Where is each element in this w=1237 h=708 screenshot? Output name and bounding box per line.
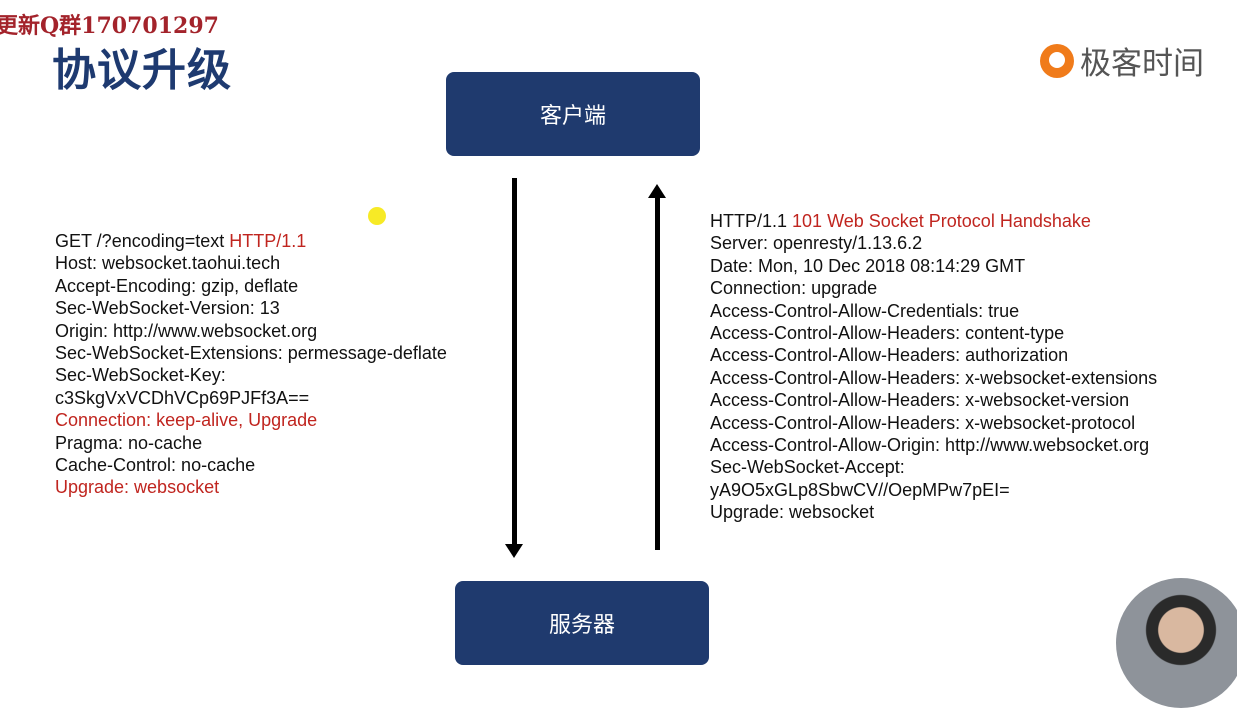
header-line: GET /?encoding=text HTTP/1.1	[55, 230, 447, 252]
header-text: yA9O5xGLp8SbwCV//OepMPw7pEI=	[710, 479, 1010, 500]
header-text: Access-Control-Allow-Origin: http://www.…	[710, 435, 1150, 456]
header-line: Cache-Control: no-cache	[55, 454, 447, 476]
slide-title: 协议升级	[52, 46, 232, 95]
server-box: 服务器	[455, 581, 709, 665]
header-text: Sec-WebSocket-Accept:	[710, 457, 905, 478]
header-text: Server: openresty/1.13.6.2	[710, 233, 923, 254]
header-text: Accept-Encoding: gzip, deflate	[55, 275, 299, 296]
header-line: Pragma: no-cache	[55, 432, 447, 454]
header-text: Access-Control-Allow-Headers: authorizat…	[710, 345, 1069, 366]
header-line: Sec-WebSocket-Key:	[55, 364, 447, 386]
header-text: Connection: upgrade	[710, 278, 878, 299]
header-text: Access-Control-Allow-Headers: x-websocke…	[710, 367, 1158, 388]
header-text: c3SkgVxVCDhVCp69PJFf3A==	[55, 387, 310, 408]
header-line: Origin: http://www.websocket.org	[55, 320, 447, 342]
header-line: c3SkgVxVCDhVCp69PJFf3A==	[55, 387, 447, 409]
header-text: Upgrade: websocket	[710, 502, 875, 523]
header-line: Sec-WebSocket-Extensions: permessage-def…	[55, 342, 447, 364]
presenter-webcam	[1116, 578, 1237, 708]
header-text: Sec-WebSocket-Extensions: permessage-def…	[55, 343, 447, 364]
header-text: Access-Control-Allow-Headers: content-ty…	[710, 323, 1065, 344]
header-line: Access-Control-Allow-Origin: http://www.…	[710, 434, 1157, 456]
highlighted-text: Upgrade: websocket	[55, 477, 220, 498]
header-line: Sec-WebSocket-Version: 13	[55, 297, 447, 319]
geektime-logo-icon	[1040, 43, 1074, 78]
header-text: Access-Control-Allow-Headers: x-websocke…	[710, 412, 1136, 433]
request-arrow-down	[505, 178, 523, 558]
header-line: yA9O5xGLp8SbwCV//OepMPw7pEI=	[710, 479, 1157, 501]
header-line: Access-Control-Allow-Headers: x-websocke…	[710, 389, 1157, 411]
header-text: Host: websocket.taohui.tech	[55, 253, 281, 274]
client-box: 客户端	[446, 72, 700, 156]
header-text: Sec-WebSocket-Version: 13	[55, 298, 280, 319]
header-line: Access-Control-Allow-Credentials: true	[710, 300, 1157, 322]
header-line: Connection: upgrade	[710, 277, 1157, 299]
response-headers: HTTP/1.1 101 Web Socket Protocol Handsha…	[710, 210, 1157, 524]
highlighted-text: 101 Web Socket Protocol Handshake	[792, 211, 1091, 231]
header-text: Access-Control-Allow-Headers: x-websocke…	[710, 390, 1130, 411]
header-line: HTTP/1.1 101 Web Socket Protocol Handsha…	[710, 210, 1157, 232]
highlighted-text: Connection: keep-alive, Upgrade	[55, 410, 318, 431]
header-line: Connection: keep-alive, Upgrade	[55, 409, 447, 431]
header-text: Access-Control-Allow-Credentials: true	[710, 300, 1020, 321]
header-text: HTTP/1.1	[710, 211, 793, 231]
header-text: GET /?encoding=text	[55, 231, 230, 251]
header-line: Access-Control-Allow-Headers: x-websocke…	[710, 412, 1157, 434]
header-text: Sec-WebSocket-Key:	[55, 365, 226, 386]
header-line: Sec-WebSocket-Accept:	[710, 456, 1157, 478]
highlighted-text: HTTP/1.1	[229, 231, 307, 251]
header-line: Upgrade: websocket	[55, 476, 447, 498]
header-line: Accept-Encoding: gzip, deflate	[55, 275, 447, 297]
header-text: Cache-Control: no-cache	[55, 455, 256, 476]
logo: 极客时间	[1040, 38, 1204, 83]
header-text: Date: Mon, 10 Dec 2018 08:14:29 GMT	[710, 255, 1026, 276]
header-line: Access-Control-Allow-Headers: content-ty…	[710, 322, 1157, 344]
header-line: Server: openresty/1.13.6.2	[710, 232, 1157, 254]
header-line: Access-Control-Allow-Headers: authorizat…	[710, 344, 1157, 366]
header-text: Origin: http://www.websocket.org	[55, 320, 318, 341]
response-arrow-up	[648, 184, 666, 550]
header-line: Host: websocket.taohui.tech	[55, 252, 447, 274]
header-line: Date: Mon, 10 Dec 2018 08:14:29 GMT	[710, 255, 1157, 277]
logo-text: 极客时间	[1080, 46, 1204, 81]
watermark: 更新Q群170701297	[0, 13, 219, 39]
header-line: Upgrade: websocket	[710, 501, 1157, 523]
header-line: Access-Control-Allow-Headers: x-websocke…	[710, 367, 1157, 389]
header-text: Pragma: no-cache	[55, 432, 203, 453]
mouse-cursor-highlight	[368, 207, 386, 225]
